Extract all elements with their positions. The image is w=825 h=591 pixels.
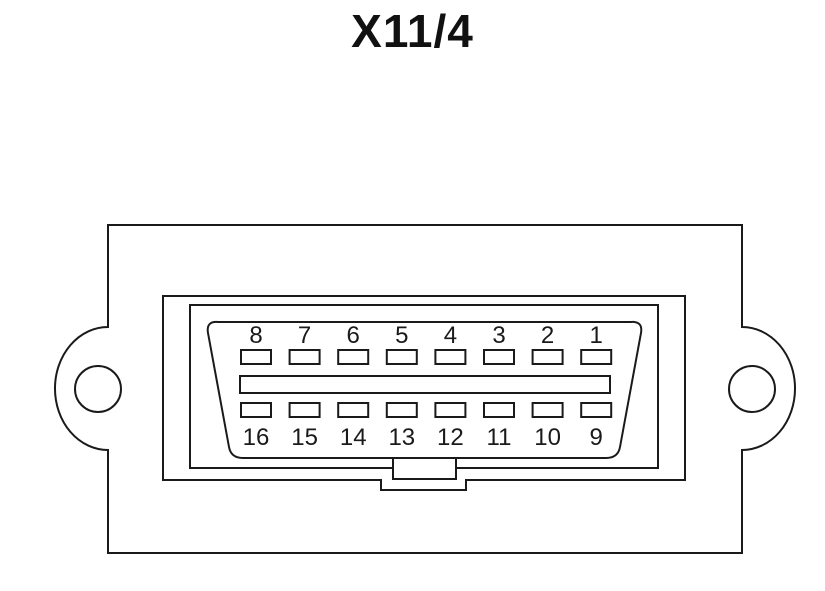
left-mounting-hole (74, 365, 122, 413)
pin-label-14: 14 (340, 424, 367, 451)
pin-contact-10 (531, 402, 564, 418)
pin-label-12: 12 (437, 424, 464, 451)
right-mounting-hole (728, 365, 776, 413)
top-pin-row: 8 7 6 5 4 3 2 1 (240, 322, 613, 365)
pin-contact-1 (580, 349, 613, 365)
bottom-pin-row: 16 15 14 13 12 11 10 9 (240, 402, 613, 451)
pin-contact-6 (337, 349, 370, 365)
pin-contact-4 (434, 349, 467, 365)
key-bar (239, 375, 611, 394)
pin-contact-9 (580, 402, 613, 418)
pin-label-4: 4 (444, 322, 457, 349)
pin-contact-14 (337, 402, 370, 418)
pin-contact-13 (385, 402, 418, 418)
pin-label-9: 9 (590, 424, 603, 451)
socket-face (206, 320, 643, 459)
diagram-title: X11/4 (351, 5, 474, 57)
pin-contact-2 (531, 349, 564, 365)
pin-contact-8 (240, 349, 272, 365)
latch-tab (392, 457, 457, 480)
housing-frame (162, 295, 686, 491)
pin-label-13: 13 (388, 424, 415, 451)
pin-contact-15 (288, 402, 321, 418)
mounting-plate (53, 224, 797, 554)
pin-label-11: 11 (487, 424, 512, 451)
pin-label-6: 6 (347, 322, 360, 349)
pin-label-3: 3 (492, 322, 505, 349)
pin-label-15: 15 (291, 424, 318, 451)
pin-label-2: 2 (541, 322, 554, 349)
pin-label-16: 16 (243, 424, 270, 451)
pin-contact-3 (483, 349, 515, 365)
pin-label-10: 10 (534, 424, 561, 451)
pin-contact-11 (483, 402, 515, 418)
pin-contact-5 (385, 349, 418, 365)
pin-contact-16 (240, 402, 272, 418)
pin-label-5: 5 (395, 322, 408, 349)
pin-label-1: 1 (590, 322, 603, 349)
pin-label-8: 8 (249, 322, 262, 349)
pin-contact-12 (434, 402, 467, 418)
pin-contact-7 (288, 349, 321, 365)
pin-label-7: 7 (298, 322, 311, 349)
